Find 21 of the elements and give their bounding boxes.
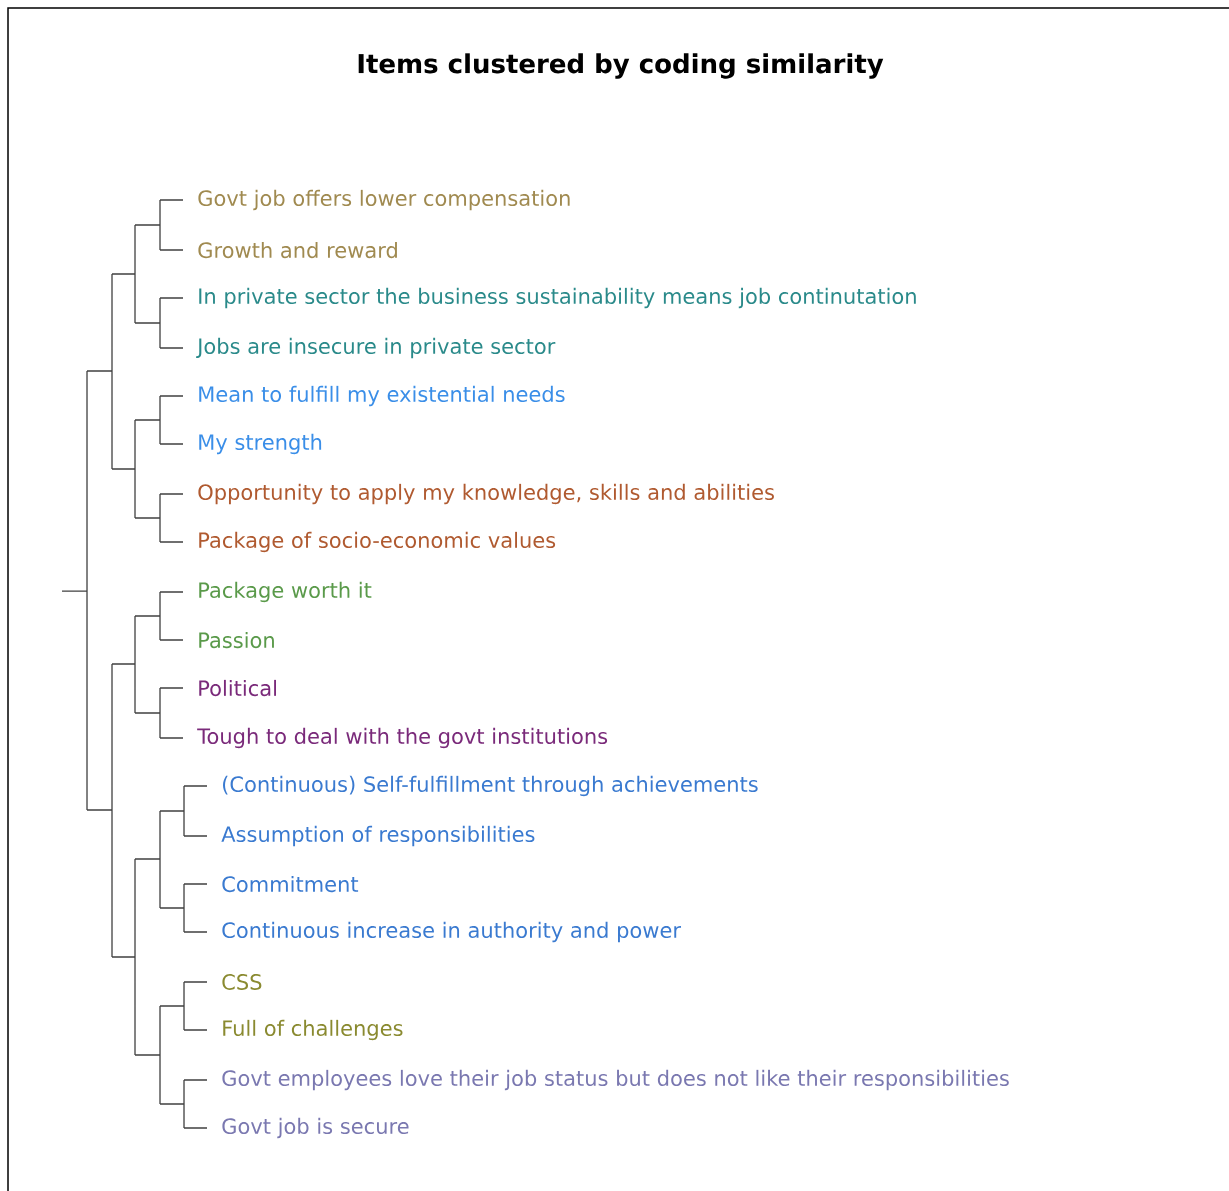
leaf-label: Full of challenges	[223, 1019, 403, 1041]
leaf-label: Political	[199, 679, 276, 697]
leaf-label: CSS	[222, 974, 262, 990]
leaf-label: Mean to fulfill my existential needs	[199, 385, 565, 407]
leaf-label: Opportunity to apply my knowledge, skills and abilities	[198, 483, 774, 505]
leaf-label: Growth and reward	[198, 241, 397, 259]
chart-title: Items clustered by coding similarity	[358, 53, 884, 79]
leaf-label: (Continuous) Self-fulfillment through achievements	[223, 775, 758, 797]
leaf-label: Continuous increase in authority and power	[222, 921, 682, 943]
leaf-label: Package of socio-economic values	[199, 531, 556, 553]
leaf-label: Jobs are insecure in private sector	[196, 337, 556, 359]
leaf-label: Assumption of responsibilities	[221, 825, 535, 847]
leaf-label: Package worth it	[199, 581, 372, 603]
leaf-label: Govt job offers lower compensation	[198, 189, 570, 211]
leaf-label: Govt job is secure	[222, 1117, 409, 1139]
leaf-label: Tough to deal with the govt institutions	[197, 727, 608, 749]
leaf-label: In private sector the business sustainability means job continutation	[199, 287, 916, 309]
leaf-label: Passion	[199, 631, 274, 649]
leaf-label: Commitment	[222, 875, 359, 893]
leaf-label: My strength	[199, 433, 322, 455]
leaf-label: Govt employees love their job status but does not like their responsibilities	[222, 1069, 1009, 1091]
